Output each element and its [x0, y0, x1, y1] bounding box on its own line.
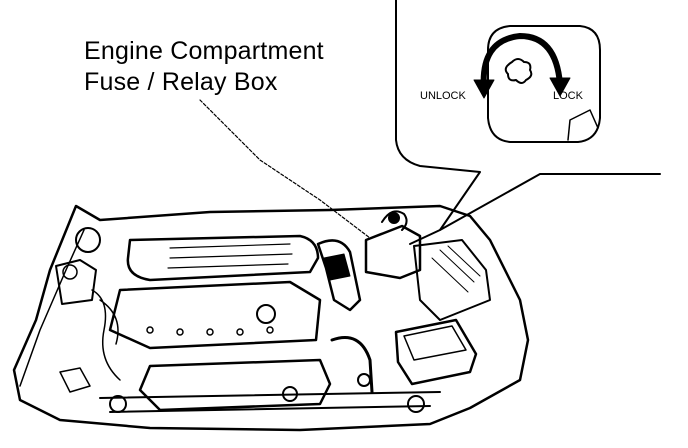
rotate-arrow-left-head	[473, 79, 495, 99]
fuse-box-knob	[388, 212, 400, 224]
unlock-label: UNLOCK	[420, 90, 467, 102]
oil-filler-cap	[256, 304, 276, 324]
engine-bay-outline	[12, 204, 530, 432]
intake-hose	[316, 239, 362, 312]
lock-knob-icon	[504, 58, 533, 84]
inset-pointer-line	[409, 229, 441, 245]
washer-reservoir	[55, 259, 97, 305]
battery	[394, 318, 478, 386]
rotate-arrow	[480, 33, 563, 93]
radiator-support	[99, 391, 441, 413]
callout-label: Engine Compartment Fuse / Relay Box	[84, 36, 324, 98]
rotate-arrow-right-head	[549, 77, 571, 97]
intake-hose-dark	[323, 253, 351, 281]
callout-line-1: Engine Compartment	[84, 37, 324, 65]
radiator-hose	[330, 336, 374, 394]
coolant-reservoir-cap	[75, 227, 101, 253]
cam-cover-bolts	[146, 326, 274, 336]
valve-cover-ribs	[167, 243, 293, 269]
fuse-relay-box	[364, 224, 422, 280]
valve-cover-upper	[126, 234, 320, 282]
left-bracket	[59, 367, 91, 393]
valve-cover-lower	[108, 280, 322, 350]
callout-line-2: Fuse / Relay Box	[84, 68, 278, 96]
inset-lid-corner	[567, 109, 599, 141]
washer-cap	[62, 264, 78, 280]
callout-leader-line	[199, 99, 371, 239]
lock-label: LOCK	[553, 90, 584, 102]
air-cleaner-ribs	[431, 245, 481, 293]
exhaust-manifold	[138, 358, 332, 412]
brake-lines	[91, 289, 121, 381]
inset-fuse-lid	[487, 25, 601, 143]
air-cleaner-housing	[413, 239, 491, 321]
inset-frame	[395, 0, 661, 231]
hood-inner-line	[19, 229, 85, 387]
front-mount-far-right	[357, 373, 371, 387]
battery-top	[403, 325, 467, 361]
fuse-box-top-cap	[381, 210, 408, 231]
front-mount-right	[407, 395, 425, 413]
